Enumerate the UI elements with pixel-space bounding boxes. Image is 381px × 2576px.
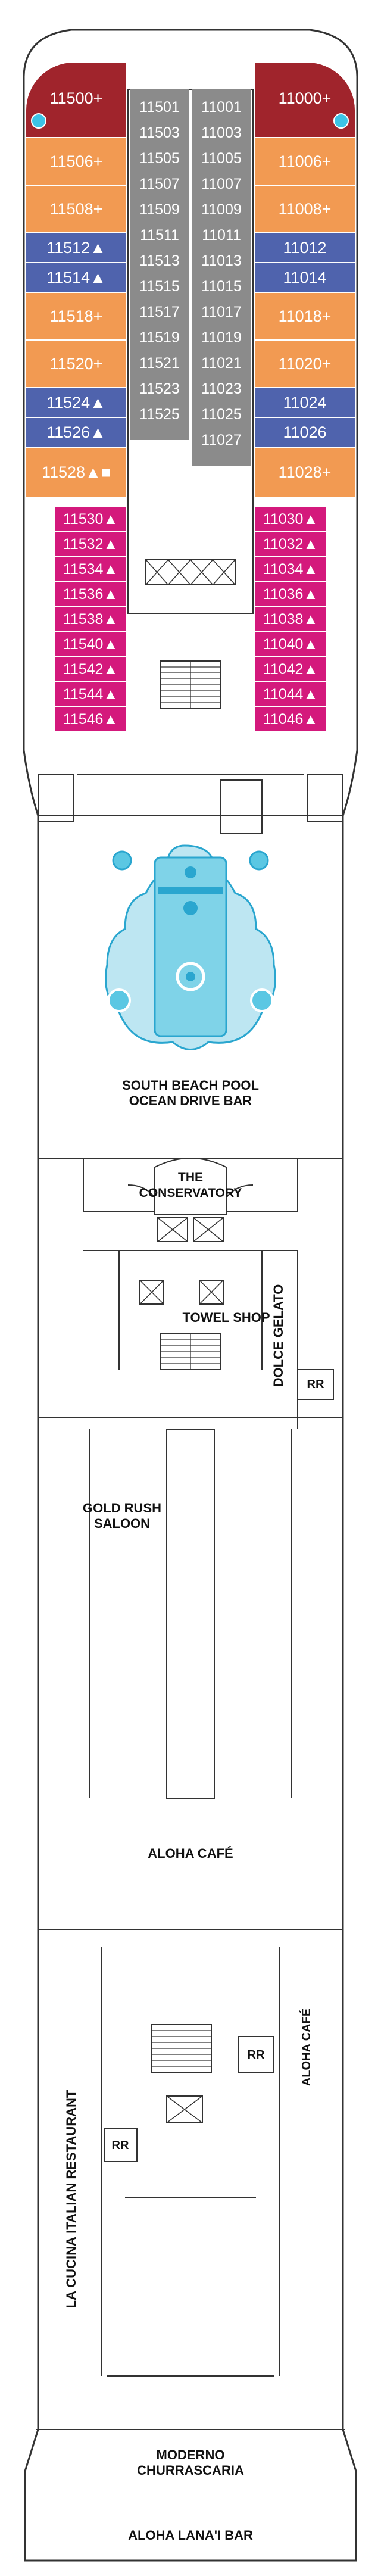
cabin-port[interactable]: 11518+: [26, 292, 126, 339]
restroom-label-3: RR: [111, 2139, 129, 2152]
cabin-port-pink[interactable]: 11540▲: [55, 631, 126, 656]
cabin-starboard-pink[interactable]: 11046▲: [255, 706, 326, 731]
aloha-cafe-side-label: ALOHA CAFÉ: [300, 2008, 313, 2087]
inside-cabin-port[interactable]: 11505: [139, 150, 180, 167]
inside-cabin-port-column: [130, 89, 189, 440]
inside-cabin-starboard-column: [192, 89, 251, 466]
conservatory-label: THE CONSERVATORY: [139, 1171, 242, 1200]
inside-cabin-port[interactable]: 11519: [139, 329, 180, 346]
la-cucina-label: LA CUCINA ITALIAN RESTAURANT: [64, 2090, 79, 2309]
towel-shop-label: TOWEL SHOP: [182, 1310, 270, 1325]
inside-cabin-port[interactable]: 11515: [139, 278, 180, 295]
inside-cabin-port[interactable]: 11509: [139, 201, 180, 218]
inside-cabin-port[interactable]: 11511: [140, 227, 179, 244]
hot-tub-icon: [333, 113, 349, 129]
cabin-starboard-pink[interactable]: 11034▲: [255, 556, 326, 581]
inside-cabin-port[interactable]: 11523: [139, 381, 180, 397]
pool-label: SOUTH BEACH POOL OCEAN DRIVE BAR: [122, 1078, 259, 1108]
cabin-port-pink[interactable]: 11538▲: [55, 606, 126, 631]
cabin-starboard-pink[interactable]: 11030▲: [255, 506, 326, 531]
inside-cabin-port[interactable]: 11503: [139, 124, 180, 141]
cabin-starboard-pink[interactable]: 11036▲: [255, 581, 326, 606]
hot-tub-icon: [31, 113, 46, 129]
cabin-port[interactable]: 11506+: [26, 137, 126, 185]
cabin-port[interactable]: 11524▲: [26, 387, 126, 417]
cabin-port[interactable]: 11520+: [26, 339, 126, 387]
inside-cabin-starboard[interactable]: 11027: [201, 432, 242, 448]
moderno-label: MODERNO CHURRASCARIA: [137, 2447, 244, 2478]
restroom-label-1: RR: [307, 1378, 324, 1391]
inside-cabin-starboard[interactable]: 11023: [201, 381, 242, 397]
inside-cabin-port[interactable]: 11513: [139, 252, 180, 269]
inside-cabin-starboard[interactable]: 11017: [201, 304, 242, 320]
cabin-starboard-pink[interactable]: 11044▲: [255, 681, 326, 706]
inside-cabin-starboard[interactable]: 11003: [201, 124, 242, 141]
cabin-port-pink[interactable]: 11532▲: [55, 531, 126, 556]
aloha-cafe-label: ALOHA CAFÉ: [148, 1846, 233, 1861]
cabin-starboard[interactable]: 11024: [255, 387, 355, 417]
cabin-port[interactable]: 11526▲: [26, 417, 126, 447]
cabin-port-pink[interactable]: 11544▲: [55, 681, 126, 706]
inside-cabin-port[interactable]: 11517: [139, 304, 180, 320]
inside-cabin-starboard[interactable]: 11013: [201, 252, 242, 269]
aloha-lanai-label: ALOHA LANA'I BAR: [128, 2528, 253, 2543]
cabin-port-pink[interactable]: 11534▲: [55, 556, 126, 581]
inside-cabin-port[interactable]: 11501: [139, 99, 180, 116]
cabin-port[interactable]: 11528▲■: [26, 447, 126, 497]
inside-cabin-starboard[interactable]: 11007: [201, 176, 242, 192]
cabin-starboard-pink[interactable]: 11040▲: [255, 631, 326, 656]
inside-cabin-starboard[interactable]: 11015: [201, 278, 242, 295]
cabin-starboard-pink[interactable]: 11042▲: [255, 656, 326, 681]
inside-cabin-starboard[interactable]: 11021: [201, 355, 242, 372]
cabin-starboard[interactable]: 11014: [255, 262, 355, 292]
cabin-starboard-pink[interactable]: 11032▲: [255, 531, 326, 556]
cabin-port-pink[interactable]: 11536▲: [55, 581, 126, 606]
cabin-port[interactable]: 11514▲: [26, 262, 126, 292]
cabin-starboard[interactable]: 11020+: [255, 339, 355, 387]
cabin-port-pink[interactable]: 11542▲: [55, 656, 126, 681]
cabin-starboard-pink[interactable]: 11038▲: [255, 606, 326, 631]
inside-cabin-port[interactable]: 11507: [139, 176, 180, 192]
cabin-port[interactable]: 11508+: [26, 185, 126, 232]
dolce-gelato-label: DOLCE GELATO: [271, 1284, 286, 1387]
cabin-starboard[interactable]: 11018+: [255, 292, 355, 339]
cabin-starboard[interactable]: 11026: [255, 417, 355, 447]
cabin-port[interactable]: 11512▲: [26, 232, 126, 262]
gold-rush-label: GOLD RUSH SALOON: [83, 1501, 161, 1531]
inside-cabin-starboard[interactable]: 11019: [201, 329, 242, 346]
inside-cabin-starboard[interactable]: 11005: [201, 150, 242, 167]
cabin-starboard[interactable]: 11008+: [255, 185, 355, 232]
cabin-starboard[interactable]: 11028+: [255, 447, 355, 497]
cabin-starboard[interactable]: 11012: [255, 232, 355, 262]
inside-cabin-starboard[interactable]: 11001: [201, 99, 242, 116]
cabin-starboard[interactable]: 11006+: [255, 137, 355, 185]
cabin-port-pink[interactable]: 11530▲: [55, 506, 126, 531]
inside-cabin-starboard[interactable]: 11025: [201, 406, 242, 423]
inside-cabin-port[interactable]: 11525: [139, 406, 180, 423]
cabin-port-pink[interactable]: 11546▲: [55, 706, 126, 731]
inside-cabin-port[interactable]: 11521: [139, 355, 180, 372]
inside-cabin-starboard[interactable]: 11011: [202, 227, 241, 244]
inside-cabin-starboard[interactable]: 11009: [201, 201, 242, 218]
restroom-label-2: RR: [247, 2048, 265, 2062]
